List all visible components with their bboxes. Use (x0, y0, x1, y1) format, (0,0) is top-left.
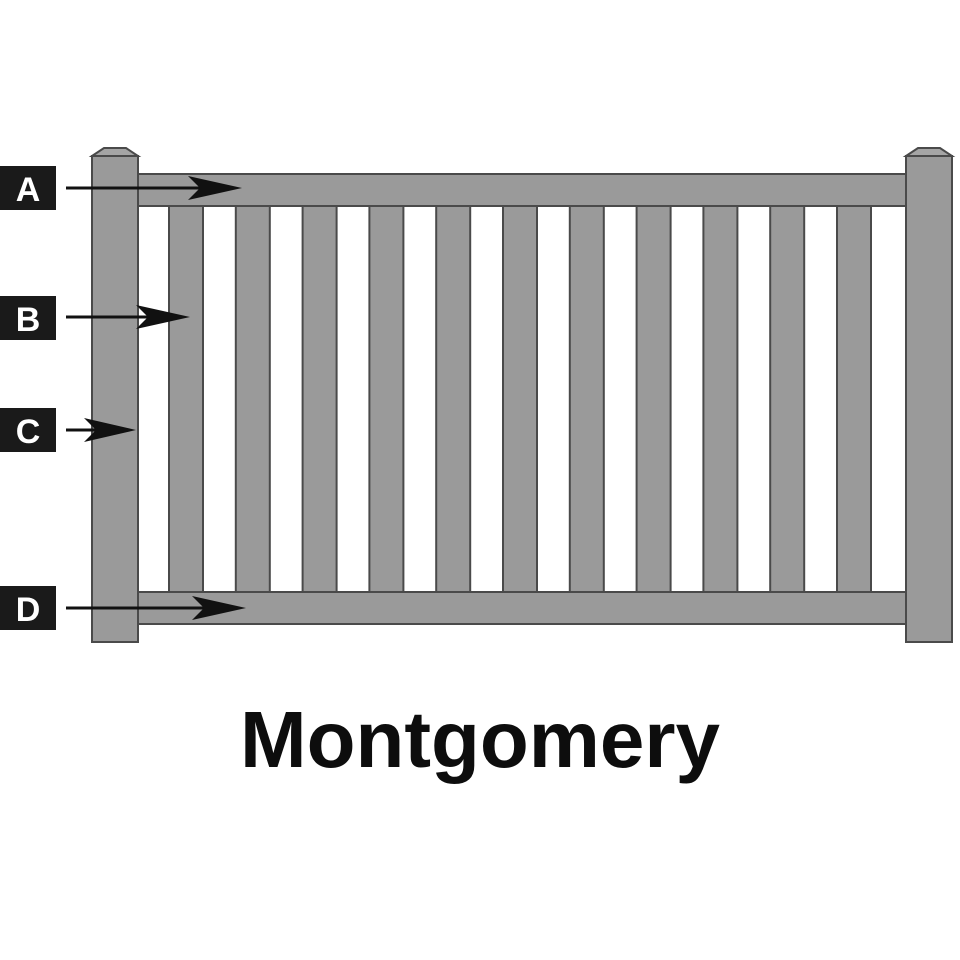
arrowhead-c (84, 418, 136, 442)
bottom-rail (135, 591, 911, 625)
picket (234, 203, 271, 595)
pickets-group (168, 203, 872, 595)
picket (168, 203, 204, 595)
label-b: B (16, 301, 41, 339)
picket (769, 203, 806, 595)
picket (702, 203, 739, 595)
arrowhead-b (136, 305, 190, 329)
label-d: D (16, 591, 41, 629)
label-box-b (0, 296, 56, 340)
left-post (88, 147, 142, 643)
label-c: C (16, 413, 41, 451)
picket (301, 203, 338, 595)
arrowhead-a (188, 176, 242, 200)
picket (502, 203, 538, 595)
label-box-d (0, 586, 56, 630)
callout-a: A (0, 166, 242, 210)
callout-d: D (0, 586, 246, 630)
label-a: A (16, 171, 41, 209)
right-post (902, 147, 956, 643)
label-box-a (0, 166, 56, 210)
picket (435, 203, 472, 595)
callout-c: C (0, 408, 136, 452)
picket (368, 203, 405, 595)
arrowhead-d (192, 596, 246, 620)
picket (635, 203, 672, 595)
fence-style-title: Montgomery (240, 695, 720, 784)
picket (568, 203, 605, 595)
top-rail (135, 173, 911, 207)
label-box-c (0, 408, 56, 452)
callout-b: B (0, 296, 190, 340)
picket (836, 203, 872, 595)
